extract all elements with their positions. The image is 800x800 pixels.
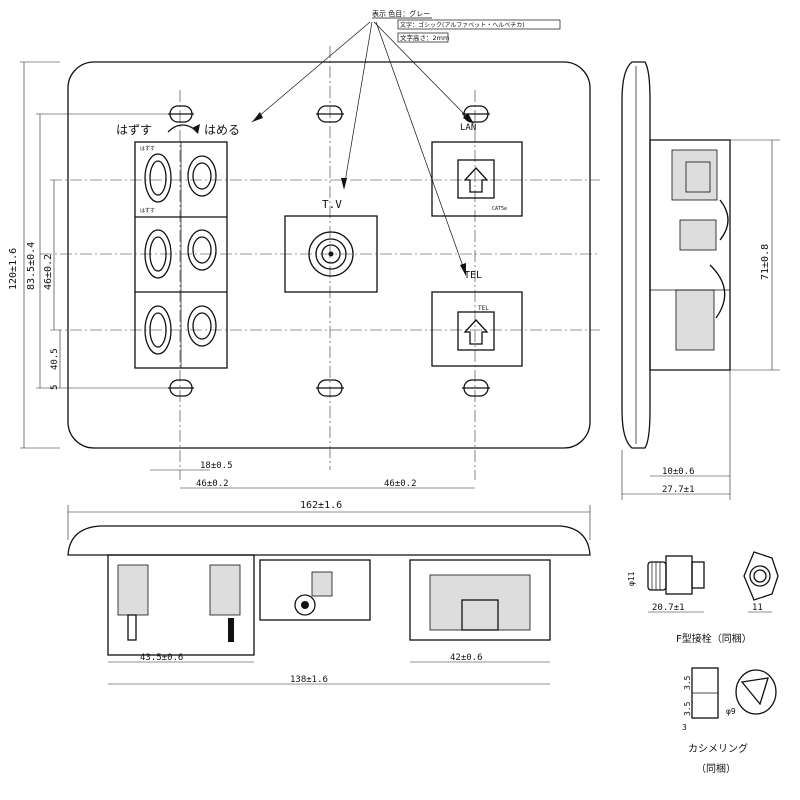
dim-46b: 46±0.2 xyxy=(384,479,417,489)
lan-label: LAN xyxy=(460,123,476,133)
lan-outlet: LAN CAT5e xyxy=(431,123,523,217)
dim-bottom-138: 138±1.6 xyxy=(290,675,328,685)
tel-label: TEL xyxy=(464,270,482,281)
dim-height-total: 120±1.6 xyxy=(8,248,19,290)
dim-side-27: 27.7±1 xyxy=(662,485,695,495)
f-plug-detail: φ11 20.7±1 11 F型接栓（同梱） xyxy=(627,551,779,645)
dim-width-total: 162±1.6 xyxy=(300,500,342,511)
dim-side-height: 71±0.8 xyxy=(760,244,771,280)
dim-small: 5 xyxy=(50,385,60,390)
outlet-small-label: はずす xyxy=(140,207,155,214)
front-vertical-dimensions: 120±1.6 83.5±0.4 46±0.2 40.5 5 xyxy=(8,61,170,449)
tv-outlet: T.V xyxy=(284,198,378,293)
hex-nut-icon xyxy=(743,551,779,601)
dim-ring-dia: φ9 xyxy=(726,707,736,716)
dim-fplug-dia: φ11 xyxy=(627,571,636,586)
ring-caption: カシメリング xyxy=(688,742,748,755)
tv-label: T.V xyxy=(322,198,342,211)
fplug-caption: F型接栓（同梱） xyxy=(676,632,752,645)
dim-ring-h1: 3.5 xyxy=(683,675,692,690)
dim-46a: 46±0.2 xyxy=(196,479,229,489)
bottom-view: 162±1.6 43.5±0.6 42±0.6 138±1.6 xyxy=(67,500,591,685)
front-view: はずす はめる はずす はずす xyxy=(8,46,600,489)
dim-40: 40.5 xyxy=(50,348,60,370)
dim-18: 18±0.5 xyxy=(200,461,233,471)
bottom-plate xyxy=(67,525,591,556)
front-horizontal-dimensions: 18±0.5 46±0.2 46±0.2 xyxy=(150,461,475,489)
cat-label: CAT5e xyxy=(492,206,507,212)
outlet-small-label: はずす xyxy=(140,145,155,152)
side-view: 71±0.8 10±0.6 27.7±1 xyxy=(621,61,780,500)
outlet-module: はずす はずす xyxy=(134,141,228,369)
dim-bottom-42: 42±0.6 xyxy=(450,653,483,663)
outlet-row-3 xyxy=(144,305,217,355)
tel-small-label: TEL xyxy=(478,305,489,312)
dim-fplug-len: 20.7±1 xyxy=(652,603,685,613)
detach-label: はずす xyxy=(116,123,152,137)
leader-lines xyxy=(251,21,474,276)
crimp-ring-detail: 3.5 3.5 3 φ9 カシメリング （同梱） xyxy=(682,667,777,775)
outlet-row-2 xyxy=(144,229,217,279)
tel-outlet: TEL TEL xyxy=(431,270,523,367)
cover-plate xyxy=(67,61,591,449)
dim-side-10: 10±0.6 xyxy=(662,467,695,477)
attach-label: はめる xyxy=(204,123,240,137)
dim-46: 46±0.2 xyxy=(43,254,54,290)
dim-ring-w: 3 xyxy=(682,723,687,732)
ring-subcaption: （同梱） xyxy=(696,762,736,775)
dim-bottom-43: 43.5±0.6 xyxy=(140,653,183,663)
dim-83: 83.5±0.4 xyxy=(26,242,37,290)
note-line-1: 表示 色目：グレー xyxy=(372,9,430,18)
outlet-row-1: はずす はずす xyxy=(140,145,217,214)
dim-ring-h2: 3.5 xyxy=(683,701,692,716)
note-line-3: 文字高さ：2mm xyxy=(400,33,449,42)
note-line-2: 文字：ゴシック(アルファベット・ヘルベチカ) xyxy=(400,21,525,29)
side-plate xyxy=(621,61,651,449)
notes-block: 表示 色目：グレー 文字：ゴシック(アルファベット・ヘルベチカ) 文字高さ：2m… xyxy=(251,9,561,276)
dim-fplug-hex: 11 xyxy=(752,603,763,613)
